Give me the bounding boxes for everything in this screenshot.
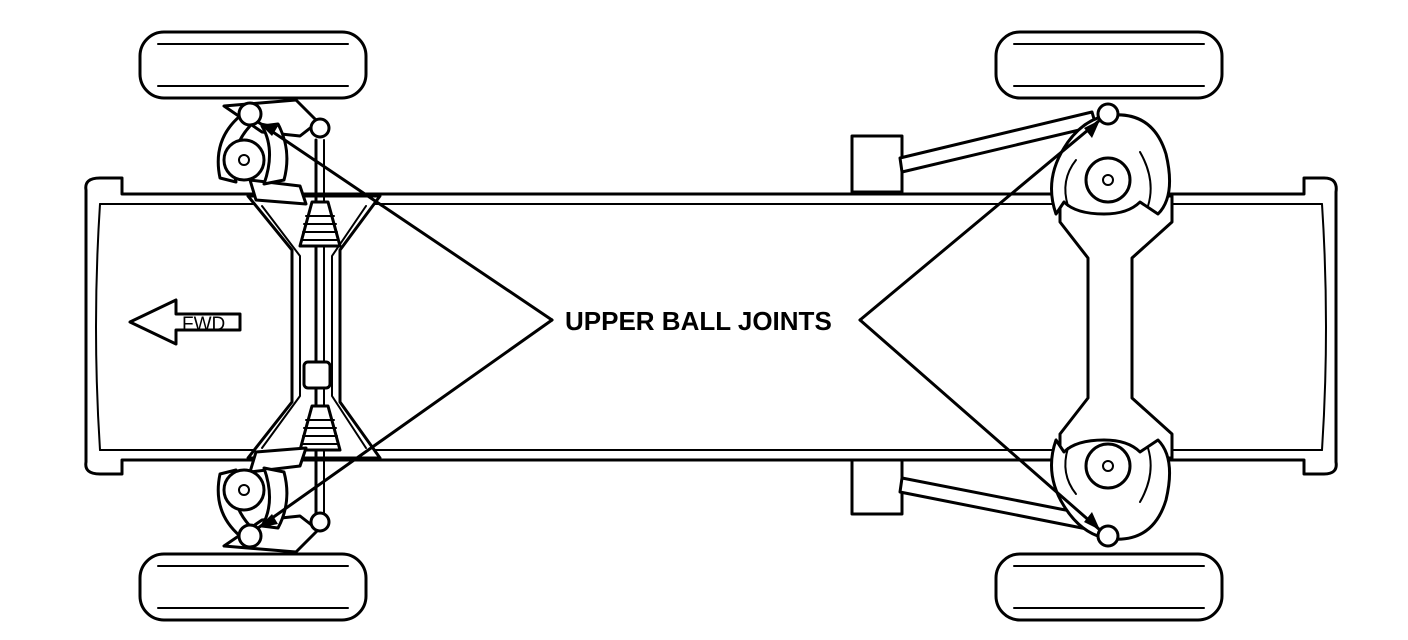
- fwd-label: FWD: [182, 314, 225, 335]
- arrowhead-front-right: [258, 514, 278, 528]
- front-rod-clamp: [302, 360, 332, 390]
- tire-front-left: [138, 30, 368, 100]
- arrowhead-rear-right: [1084, 512, 1100, 530]
- front-left-suspension: [216, 98, 331, 206]
- callout-lines: [256, 118, 1102, 532]
- front-right-suspension: [216, 446, 331, 554]
- tire-rear-right: [994, 552, 1224, 622]
- front-spring-upper: [298, 200, 342, 248]
- tire-front-right: [138, 552, 368, 622]
- rear-right-knuckle: [1050, 438, 1172, 548]
- arrowhead-rear-left: [1084, 120, 1100, 138]
- tire-rear-left: [994, 30, 1224, 100]
- ball-joint-front-right: [237, 523, 263, 549]
- rear-crossmember: [1058, 194, 1174, 460]
- forward-arrow-icon: FWD: [128, 298, 242, 346]
- ball-joint-front-left: [237, 101, 263, 127]
- rear-left-knuckle: [1050, 102, 1172, 216]
- rear-frame-mounts: [850, 134, 904, 516]
- callout-label: UPPER BALL JOINTS: [565, 306, 832, 336]
- arrowhead-front-left: [258, 122, 278, 136]
- front-spring-lower: [298, 404, 342, 452]
